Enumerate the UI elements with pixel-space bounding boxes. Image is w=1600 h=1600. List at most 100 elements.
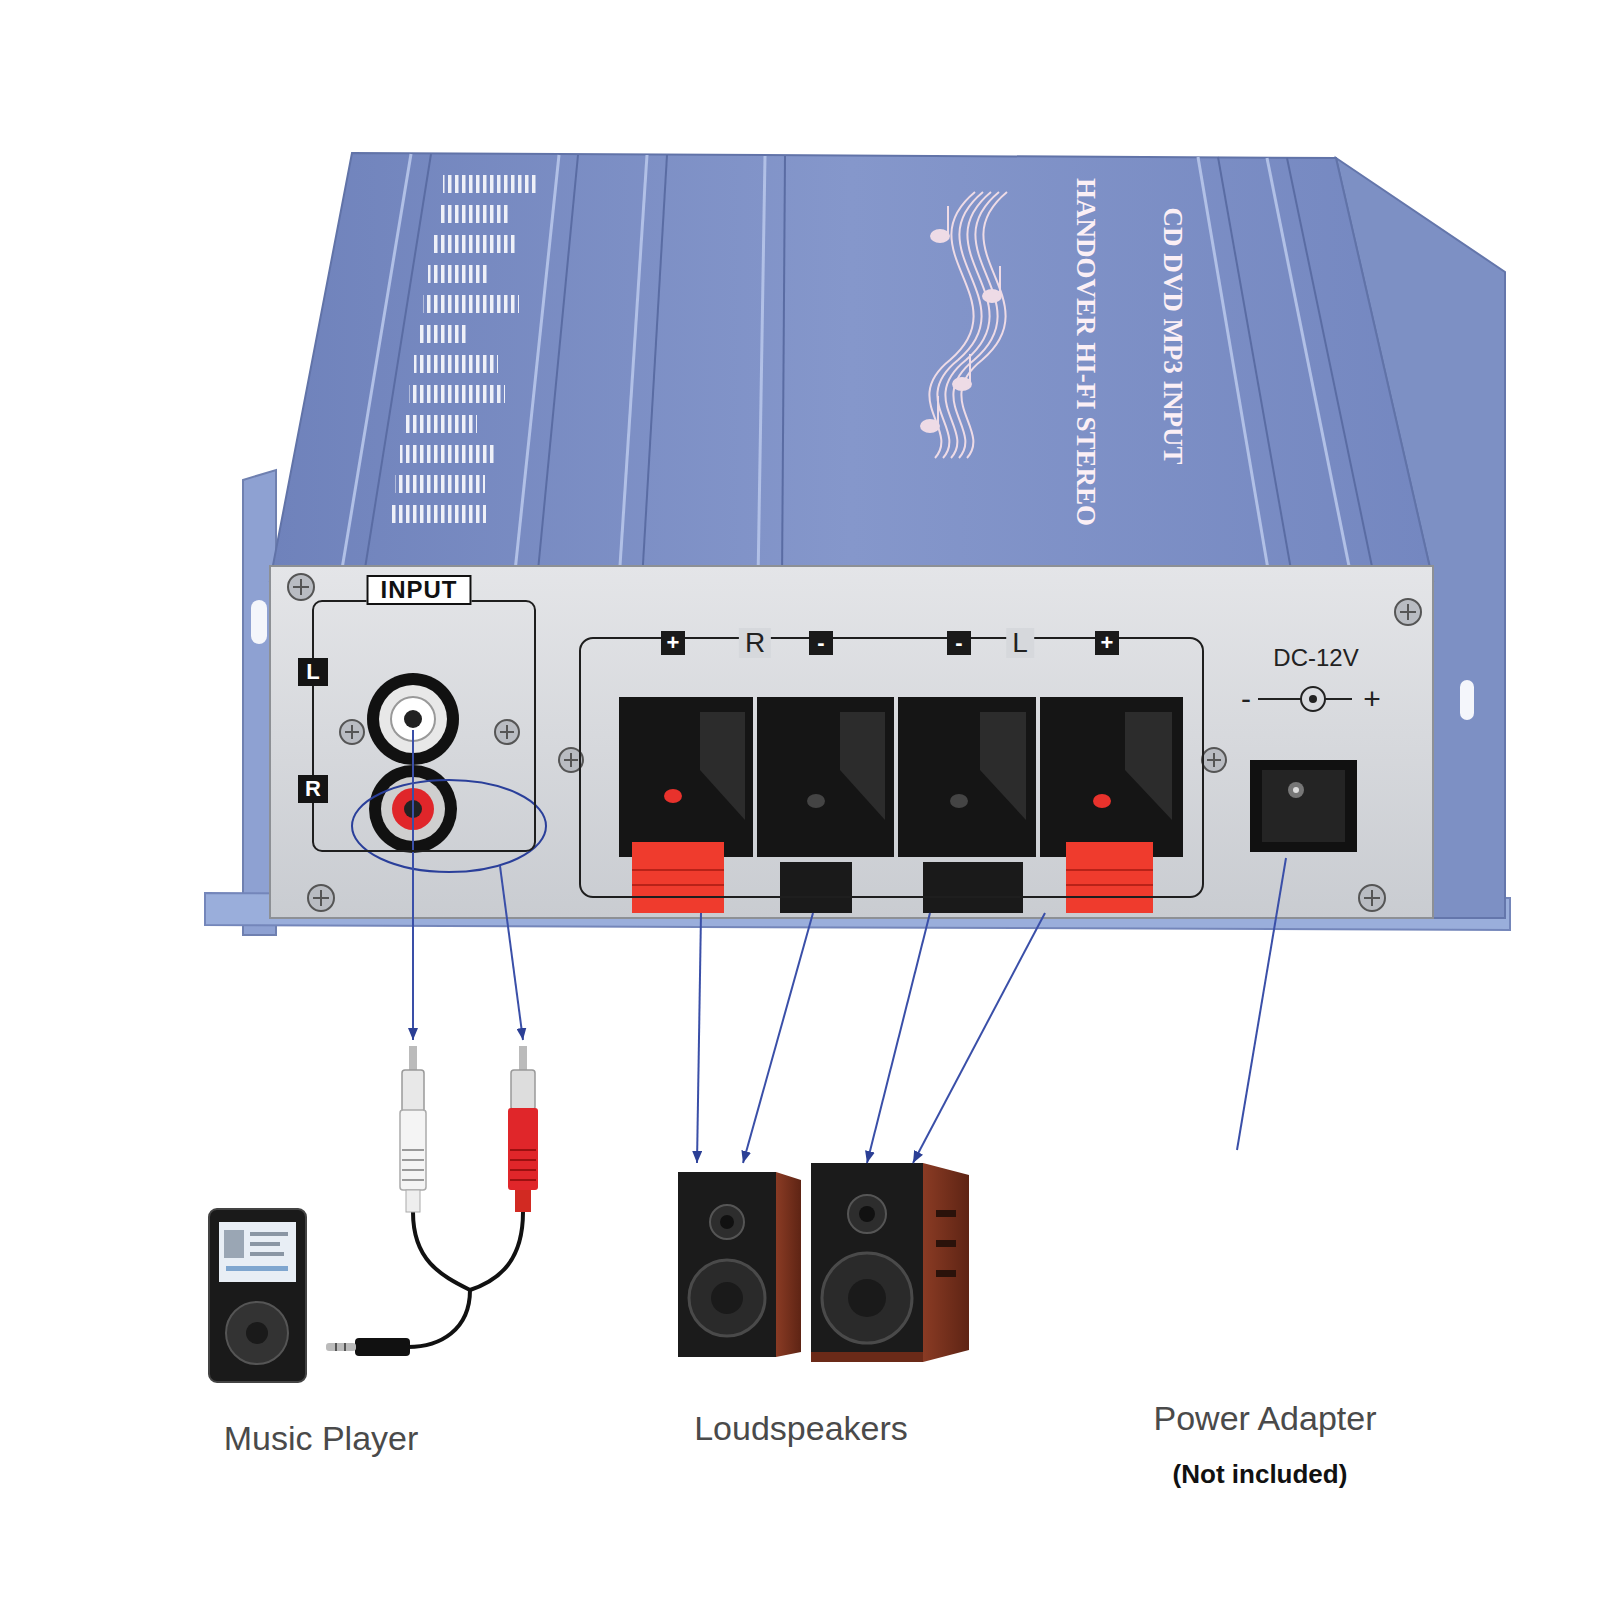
rca-plug-cable — [519, 1046, 527, 1072]
housing-top — [1218, 157, 1293, 581]
rca-plug-cable — [344, 1343, 346, 1351]
panel-screw — [1359, 885, 1385, 911]
housing-top — [428, 265, 488, 283]
spring-terminal-block — [807, 794, 825, 808]
housing-print: HANDOVER HI-FI STEREO — [1071, 178, 1101, 526]
rca-socket: L — [296, 650, 461, 730]
panel-screw — [288, 574, 1421, 911]
polarity-tag: - — [809, 631, 833, 655]
loudspeakers: Loudspeakers — [640, 1163, 990, 1460]
speaker-icon — [936, 1210, 956, 1217]
spring-terminal-block — [1040, 697, 1183, 857]
music-player-icon — [226, 1302, 288, 1364]
housing-top — [400, 445, 496, 463]
spring-terminal-block — [1093, 794, 1111, 808]
housing-top — [931, 230, 949, 242]
panel-screw — [1395, 599, 1421, 625]
housing-top — [438, 205, 508, 223]
spring-terminal-block — [898, 697, 1036, 857]
speaker-terminal: - — [900, 627, 1005, 913]
caption-text: Music Player — [224, 1418, 419, 1458]
spring-terminal-block — [619, 697, 753, 857]
housing-top — [999, 266, 1001, 296]
housing-top — [270, 153, 1433, 581]
housing-top — [937, 396, 939, 426]
panel-screw — [500, 725, 514, 739]
rca-plug-cable — [326, 1046, 538, 1356]
channel-print: L — [1006, 628, 1034, 658]
housing-top — [969, 354, 971, 384]
housing-top — [929, 192, 1007, 458]
channel-print: R — [739, 628, 771, 658]
music-player-icon — [250, 1232, 288, 1236]
spring-terminal-block — [980, 712, 1026, 820]
rca-plug-cable — [510, 1150, 536, 1180]
voltage-print: DC-12V — [1273, 644, 1358, 672]
panel-screw — [1202, 748, 1226, 772]
panel-outline — [312, 600, 536, 852]
panel-screw — [293, 579, 309, 595]
housing-top — [395, 475, 485, 493]
speaker-icon — [720, 1215, 734, 1229]
speaker-icon — [711, 1282, 743, 1314]
mounting-flange — [251, 600, 267, 644]
housing-top — [619, 155, 647, 581]
panel-screw — [288, 574, 314, 600]
dc-power-socket — [1293, 787, 1299, 793]
spring-terminal-block — [632, 869, 724, 871]
dc-power-socket — [1250, 760, 1357, 852]
housing-top — [390, 505, 486, 523]
music-player-icon — [250, 1252, 284, 1256]
panel-heading: INPUT — [367, 575, 472, 605]
music-player-icon — [224, 1230, 244, 1258]
spring-terminal-block — [632, 870, 1153, 885]
polarity-tag: - — [947, 631, 971, 655]
panel-screw — [340, 720, 364, 744]
housing-top — [340, 154, 1352, 581]
spring-terminal-block — [619, 697, 1183, 913]
speaker-terminal: + — [1035, 627, 1183, 913]
music-player-icon — [209, 1209, 306, 1382]
speaker-icon — [936, 1240, 956, 1247]
housing-top — [782, 156, 785, 581]
front-panel — [270, 566, 1433, 918]
panel-screw — [308, 885, 334, 911]
rca-plug-cable — [510, 1169, 536, 1171]
spring-terminal-block — [700, 712, 745, 820]
rca-plug-cable — [402, 1070, 424, 1112]
housing-top — [953, 192, 999, 458]
rca-plug-cable — [402, 1179, 424, 1181]
speaker-terminal: + — [619, 627, 740, 913]
rca-plug-cable — [335, 1343, 337, 1351]
connector-arrow — [867, 913, 930, 1163]
channel-tag: R — [298, 775, 328, 803]
housing-top — [1287, 158, 1375, 581]
speaker-icon — [776, 1172, 801, 1357]
rca-jack — [404, 710, 422, 728]
housing-top — [921, 420, 939, 432]
housing-top — [363, 154, 1375, 581]
rca-plug-cable — [409, 1046, 417, 1072]
polarity-tag: + — [661, 631, 685, 655]
housing-top — [405, 415, 477, 433]
rca-plug-cable — [515, 1190, 531, 1212]
panel-screw — [1400, 604, 1416, 620]
spring-terminal-block — [632, 842, 724, 913]
spring-terminal-block — [664, 789, 682, 803]
connector-arrow — [1237, 858, 1286, 1150]
panel-screw — [1207, 753, 1221, 767]
spring-terminal-block — [1066, 869, 1153, 871]
housing-top — [419, 325, 467, 343]
highlight-ellipse — [352, 780, 546, 872]
speaker-icon — [936, 1270, 956, 1277]
dc-socket: DC-12V-+ — [1225, 636, 1395, 858]
polarity-print: - — [1241, 684, 1251, 714]
dc-power-socket — [1288, 782, 1304, 798]
dc-power-socket — [1250, 687, 1357, 852]
music-player-icon — [226, 1266, 288, 1271]
rca-socket: R — [296, 767, 541, 866]
housing-top — [921, 206, 1001, 432]
